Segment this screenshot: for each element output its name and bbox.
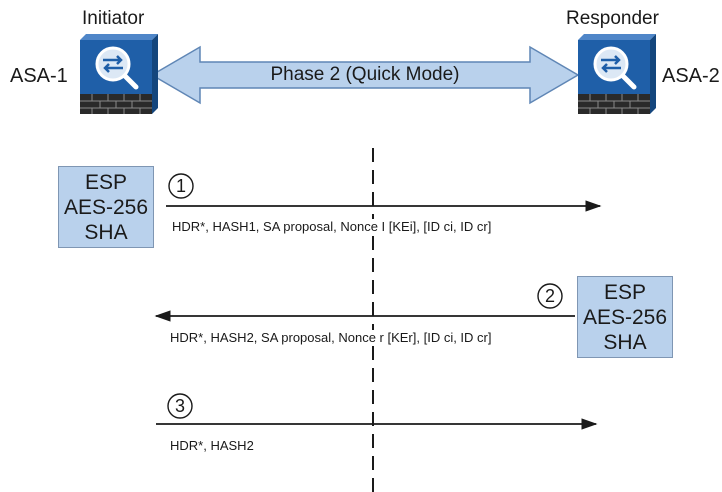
firewall-icon bbox=[578, 34, 656, 114]
responder-label: Responder bbox=[566, 8, 659, 29]
step-number-3: 3 bbox=[174, 396, 185, 416]
message-text-3: HDR*, HASH2 bbox=[168, 438, 256, 453]
step-circle-1 bbox=[168, 173, 194, 199]
step-circle-3 bbox=[167, 393, 193, 419]
asa2-label: ASA-2 bbox=[662, 65, 720, 87]
responder-proposal-box: ESP AES-256 SHA bbox=[577, 276, 673, 358]
step-number-1: 1 bbox=[175, 176, 186, 196]
initiator-proposal-box: ESP AES-256 SHA bbox=[58, 166, 154, 248]
step-circle-2 bbox=[537, 283, 563, 309]
proposal-esp: ESP bbox=[603, 280, 647, 304]
phase2-label: Phase 2 (Quick Mode) bbox=[270, 64, 460, 85]
initiator-label: Initiator bbox=[82, 8, 145, 29]
proposal-hash: SHA bbox=[84, 220, 128, 244]
proposal-encryption: AES-256 bbox=[582, 305, 668, 329]
step-number-2: 2 bbox=[544, 286, 555, 306]
message-text-1: HDR*, HASH1, SA proposal, Nonce I [KEi],… bbox=[170, 219, 494, 234]
message-text-2: HDR*, HASH2, SA proposal, Nonce r [KEr],… bbox=[168, 330, 494, 345]
firewall-icon bbox=[80, 34, 158, 114]
proposal-encryption: AES-256 bbox=[63, 195, 149, 219]
asa1-label: ASA-1 bbox=[10, 65, 68, 87]
proposal-esp: ESP bbox=[84, 170, 128, 194]
proposal-hash: SHA bbox=[603, 330, 647, 354]
